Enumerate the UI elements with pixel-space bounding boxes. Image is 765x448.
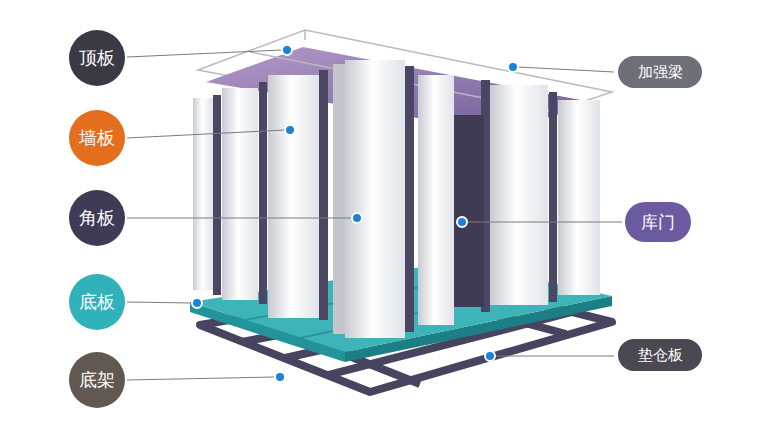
part-name: 顶板 xyxy=(79,48,115,68)
part-name: 库门 xyxy=(641,213,675,232)
label-pill: 库门 xyxy=(625,202,691,242)
part-name: 底板 xyxy=(79,292,115,312)
leader-lines xyxy=(127,50,622,380)
part-name: 墙板 xyxy=(79,128,115,148)
label-circle: 墙板 xyxy=(69,110,125,166)
label-circle: 角板 xyxy=(69,190,125,246)
label-circle: 底架 xyxy=(69,352,125,408)
part-name: 加强梁 xyxy=(638,64,683,81)
label-pill: 加强梁 xyxy=(618,56,702,88)
label-circle: 顶板 xyxy=(69,30,125,86)
label-circle: 底板 xyxy=(69,274,125,330)
label-pill: 垫仓板 xyxy=(618,339,702,371)
wall-panels xyxy=(193,60,600,338)
part-name: 角板 xyxy=(79,208,115,228)
callout-dots xyxy=(192,45,518,382)
part-name: 底架 xyxy=(79,370,115,390)
part-name: 垫仓板 xyxy=(638,347,683,364)
